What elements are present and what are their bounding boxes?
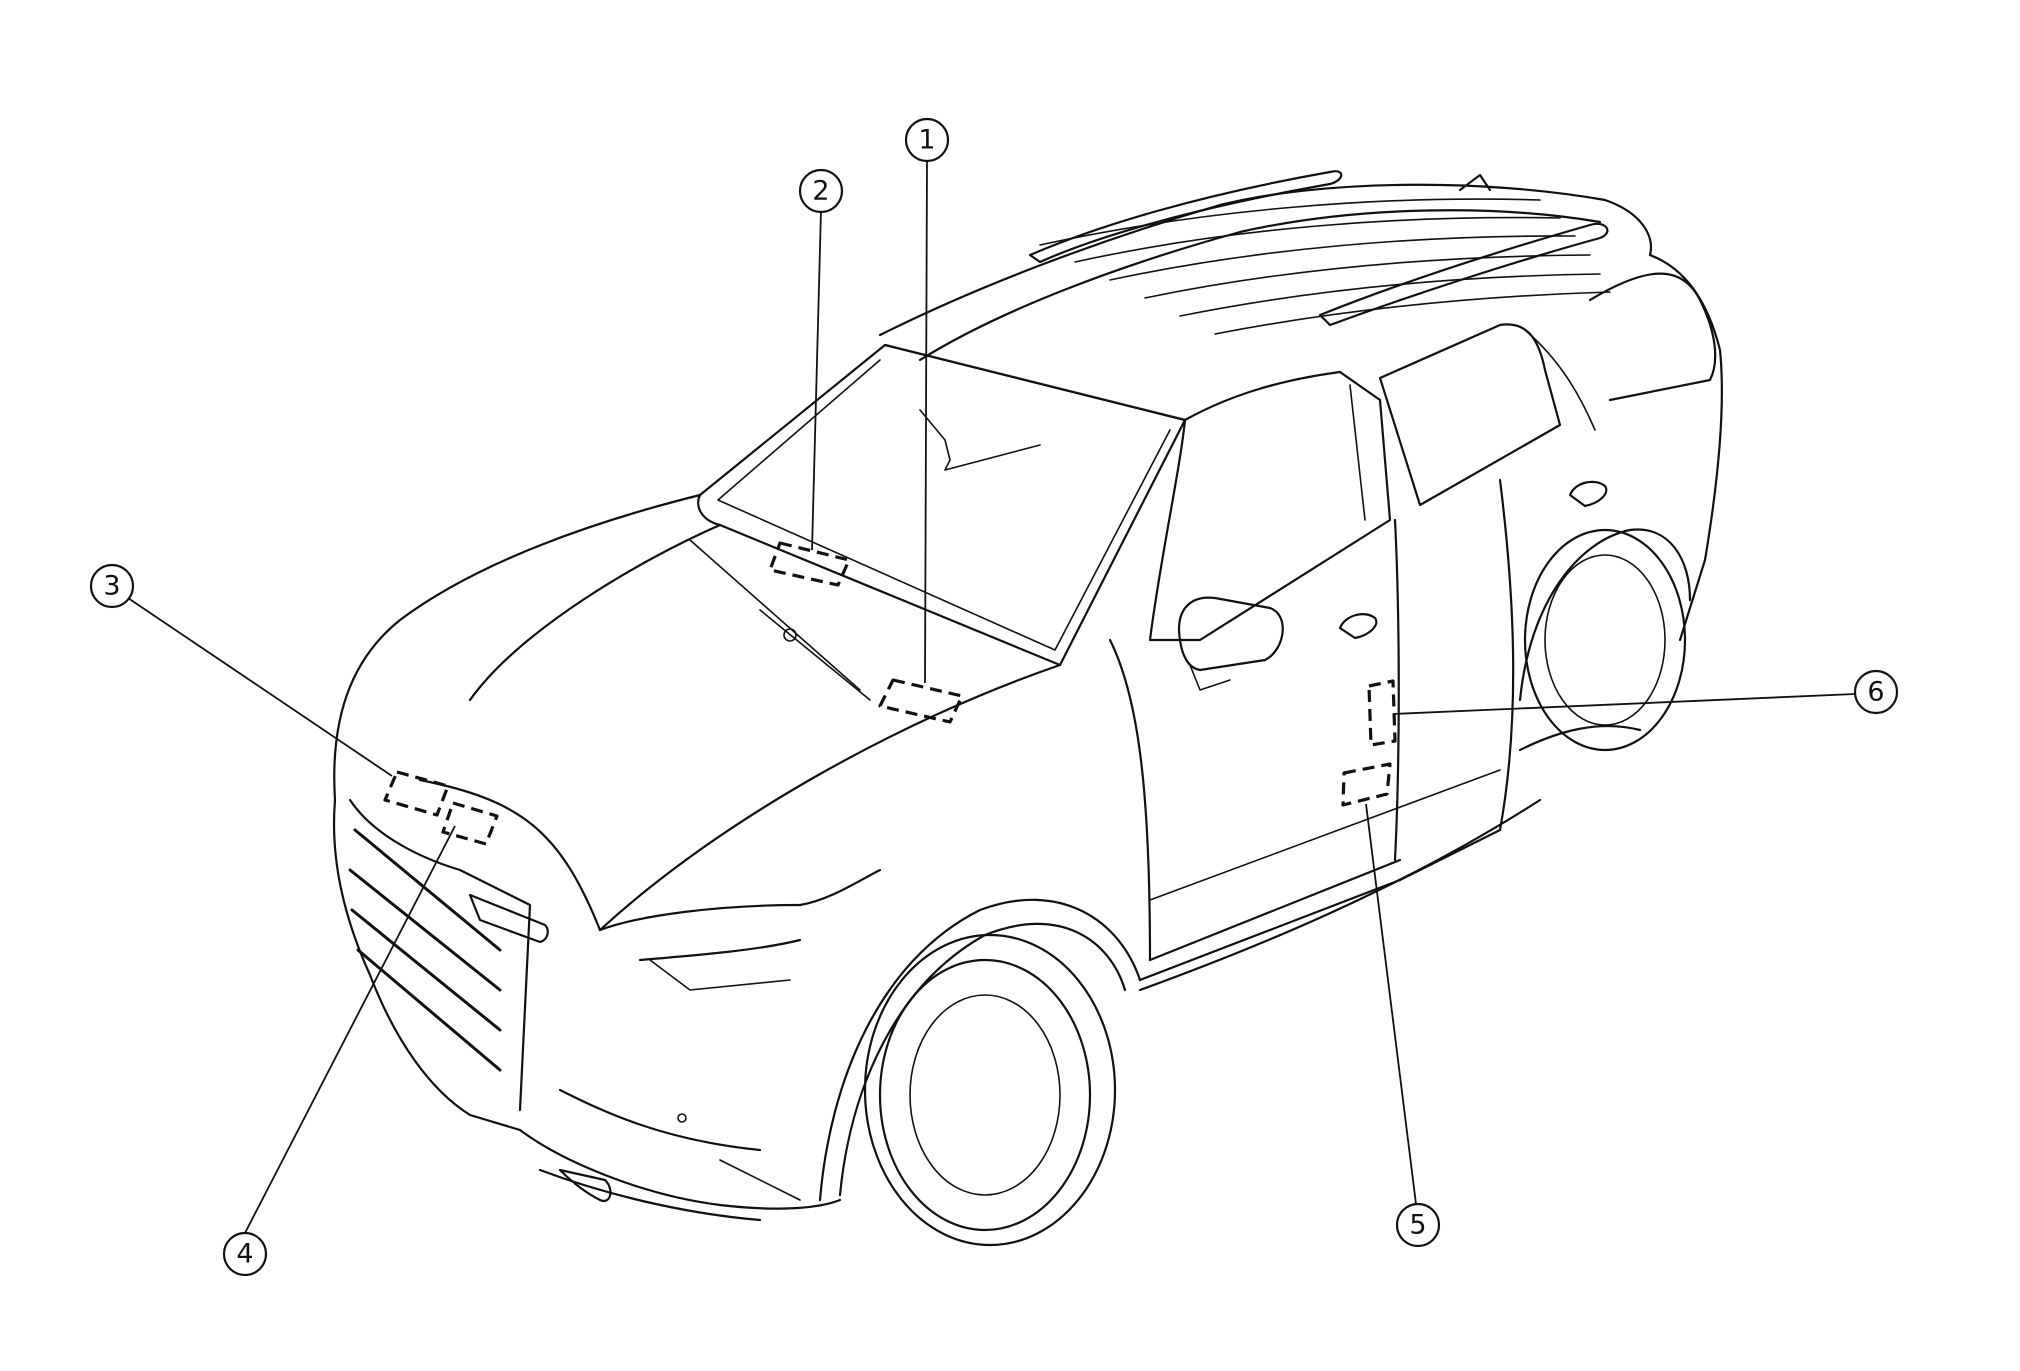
- label-location-5: [1341, 762, 1392, 807]
- leader-line-3: [127, 597, 393, 777]
- callout-4: 4: [222, 1231, 268, 1277]
- label-location-3: [383, 770, 450, 817]
- callout-1-label: 1: [918, 125, 935, 156]
- callout-5: 5: [1395, 1202, 1441, 1248]
- leader-line-5: [1365, 803, 1417, 1205]
- callout-1: 1: [904, 117, 950, 163]
- callout-3: 3: [89, 563, 135, 609]
- leader-lines: [127, 158, 1856, 1234]
- callout-3-label: 3: [103, 571, 120, 602]
- leader-line-6: [1392, 693, 1856, 715]
- leader-line-2: [811, 209, 822, 551]
- leader-line-1: [924, 158, 928, 684]
- callout-2: 2: [798, 168, 844, 214]
- callout-5-label: 5: [1409, 1210, 1426, 1241]
- label-location-1: [878, 678, 964, 724]
- vehicle-outline: [332, 170, 1723, 1247]
- label-location-2: [768, 541, 851, 587]
- callout-2-label: 2: [812, 176, 829, 207]
- label-location-4: [441, 801, 499, 846]
- label-location-6: [1367, 679, 1397, 747]
- callout-6-label: 6: [1867, 677, 1884, 708]
- callout-6: 6: [1853, 669, 1899, 715]
- label-locations: [383, 541, 1397, 846]
- callout-4-label: 4: [236, 1239, 253, 1270]
- leader-line-4: [244, 825, 456, 1234]
